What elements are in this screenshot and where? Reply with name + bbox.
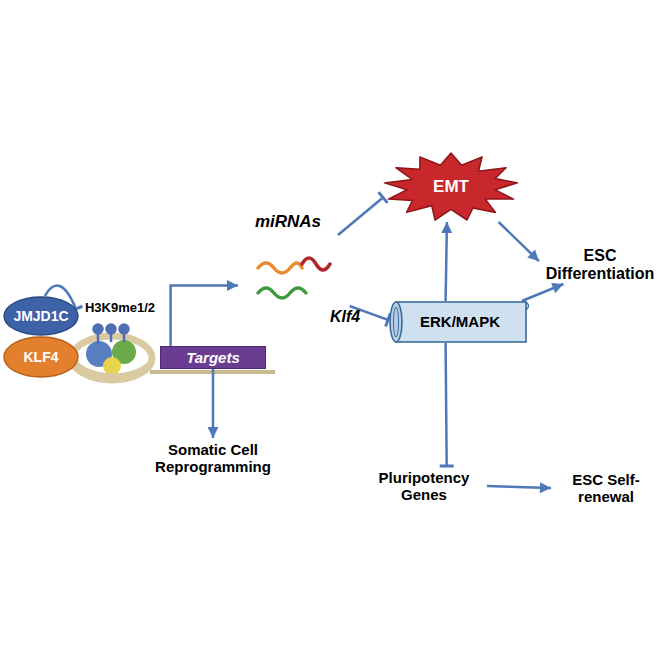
- node-text: miRNAs: [255, 212, 321, 232]
- dna-wrap: [74, 362, 152, 376]
- activation-connector: [441, 222, 452, 301]
- mirna-label: miRNAs: [238, 212, 338, 304]
- activation-connector: [522, 283, 563, 301]
- node-text: H3K9me1/2: [85, 301, 155, 316]
- dna-wrap: [72, 336, 152, 380]
- node-text: EMT: [433, 177, 469, 197]
- node-text: Somatic Cell Reprogramming: [137, 441, 289, 476]
- node-text: KLF4: [24, 349, 59, 365]
- outcome-label: ESC Differentiation: [539, 246, 661, 284]
- gene-group-label: Pluripotency Genes: [361, 466, 487, 506]
- methyl-marks: [94, 325, 129, 345]
- gene-label: Klf4: [322, 306, 368, 328]
- emt-starburst: EMT: [383, 152, 519, 222]
- inhibition-connector: [338, 192, 387, 235]
- outcome-label: ESC Self-renewal: [551, 468, 661, 508]
- activation-connector: [208, 369, 219, 438]
- outcome-label: Somatic Cell Reprogramming: [137, 438, 289, 478]
- node-text: Targets: [186, 349, 240, 366]
- node-text: ESC Differentiation: [539, 247, 661, 284]
- protein-ellipse: KLF4: [3, 336, 79, 378]
- node-text: JMJD1C: [13, 308, 68, 324]
- node-text: Pluripotency Genes: [361, 469, 487, 504]
- mirna-strand: [258, 263, 302, 273]
- histone-mark-label: H3K9me1/2: [76, 299, 164, 317]
- pathway-scroll: ERK/MAPK: [388, 301, 532, 343]
- mirna-strand: [302, 258, 330, 270]
- activation-connector: [487, 482, 551, 493]
- inhibition-connector: [440, 343, 454, 466]
- node-text: Klf4: [330, 308, 360, 326]
- node-text: ERK/MAPK: [420, 313, 500, 330]
- protein-ellipse: JMJD1C: [3, 296, 79, 336]
- histone: [103, 357, 121, 375]
- mirna-strand: [258, 288, 306, 298]
- node-text: ESC Self-renewal: [551, 471, 661, 506]
- activation-connector: [499, 222, 539, 261]
- activation-connector: [171, 280, 238, 346]
- gene-box: Targets: [160, 346, 266, 369]
